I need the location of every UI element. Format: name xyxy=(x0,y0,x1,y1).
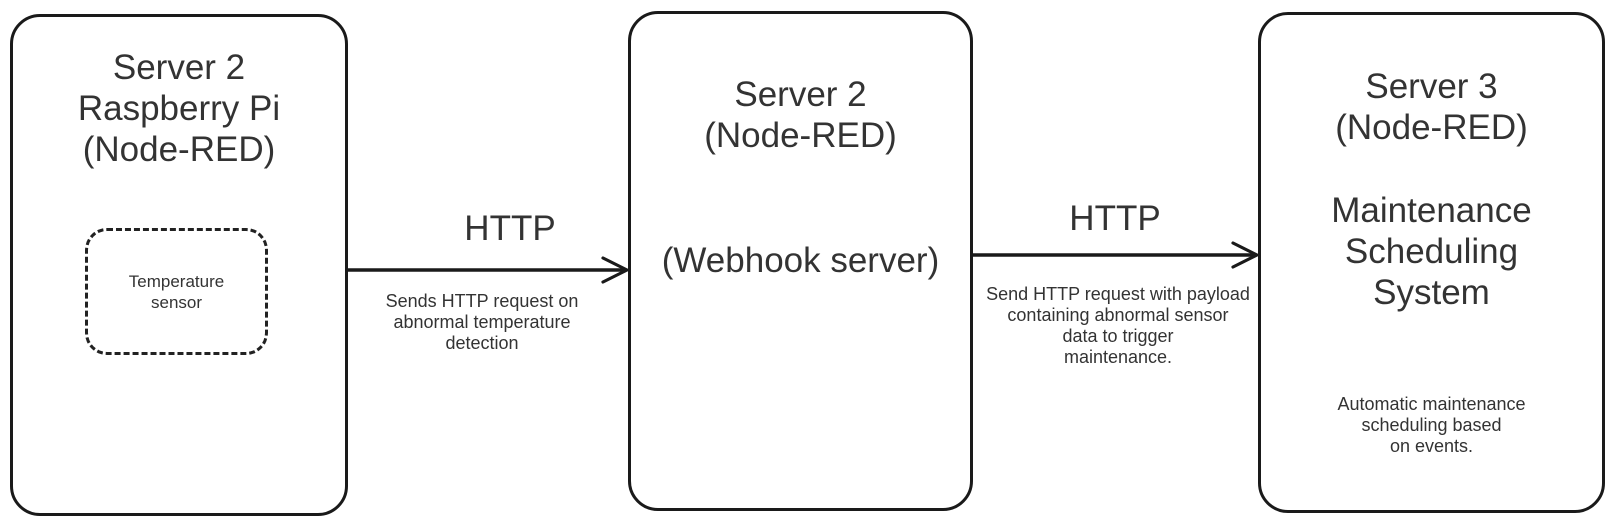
edge1-description: Sends HTTP request on abnormal temperatu… xyxy=(385,291,579,353)
node-server2-webhook xyxy=(628,11,973,511)
edge1-protocol-label: HTTP xyxy=(464,209,556,248)
node-server2-webhook-subtitle: (Webhook server) xyxy=(661,241,940,280)
arrow-head-icon xyxy=(1231,241,1259,269)
edge2-protocol-label: HTTP xyxy=(1069,199,1161,238)
node-server3-subtitle: Maintenance Scheduling System xyxy=(1331,191,1532,312)
node-server3-title: Server 3 (Node-RED) xyxy=(1335,67,1528,147)
arrow-head-icon xyxy=(601,256,629,284)
node-server2-webhook-title: Server 2 (Node-RED) xyxy=(704,75,897,155)
temperature-sensor-label: Temperature sensor xyxy=(128,271,225,312)
edge2-description: Send HTTP request with payload containin… xyxy=(986,284,1250,367)
http-arrow-1 xyxy=(347,256,629,284)
node-server3-note: Automatic maintenance scheduling based o… xyxy=(1337,394,1526,456)
node-server2-raspberry-pi-title: Server 2 Raspberry Pi (Node-RED) xyxy=(77,48,281,169)
http-arrow-2 xyxy=(972,241,1259,269)
temperature-sensor-node: Temperature sensor xyxy=(85,228,268,355)
node-server3-maintenance xyxy=(1258,12,1605,513)
